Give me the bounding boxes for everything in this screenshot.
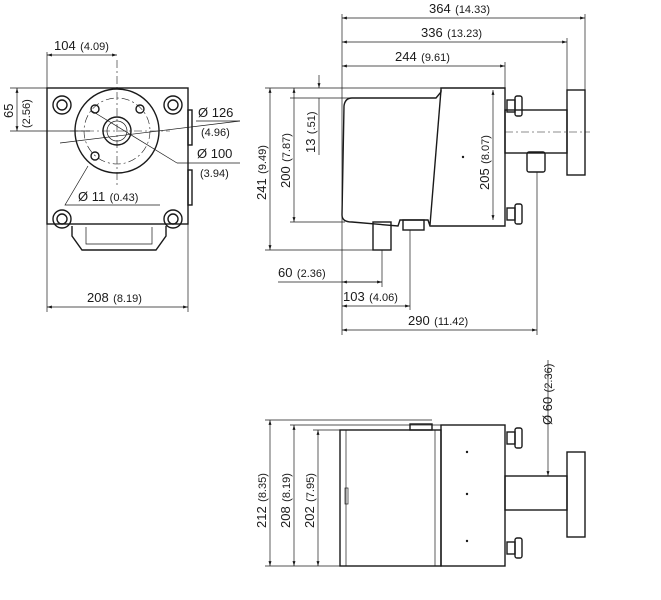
svg-text:200 (7.87): 200 (7.87) [277, 133, 294, 188]
side-housing [341, 87, 506, 227]
svg-text:364 (14.33): 364 (14.33) [429, 0, 490, 17]
svg-text:208 (8.19): 208 (8.19) [277, 473, 294, 528]
svg-text:(4.96): (4.96) [201, 127, 230, 139]
svg-text:Ø 100: Ø 100 [197, 146, 232, 161]
svg-text:60 (2.36): 60 (2.36) [278, 264, 326, 281]
svg-text:241 (9.49): 241 (9.49) [253, 145, 270, 200]
svg-text:65: 65 [1, 104, 16, 118]
probe-tube [504, 109, 568, 154]
top-housing-rear [440, 424, 506, 567]
svg-text:103 (4.06): 103 (4.06) [343, 288, 398, 305]
front-view: 104 (4.09) 65 (2.56) Ø 126 (4.96) Ø 100 … [1, 37, 241, 312]
svg-text:202 (7.95): 202 (7.95) [301, 473, 318, 528]
front-housing [46, 87, 189, 225]
svg-text:Ø 60 (2.36): Ø 60 (2.36) [539, 364, 556, 425]
top-view: Ø 60 (2.36) 212 (8.35) 208 (8.19) 202 (7… [253, 360, 586, 567]
svg-text:(2.56): (2.56) [21, 99, 33, 128]
svg-text:Ø 126: Ø 126 [198, 105, 233, 120]
svg-text:13 (.51): 13 (.51) [302, 111, 319, 153]
svg-text:(3.94): (3.94) [200, 168, 229, 180]
svg-text:205 (8.07): 205 (8.07) [476, 135, 493, 190]
top-housing-front [339, 429, 442, 567]
flange [566, 89, 586, 176]
mounting-holes [52, 95, 183, 229]
svg-text:336 (13.23): 336 (13.23) [421, 24, 482, 41]
connector-box [71, 226, 167, 251]
svg-text:208 (8.19): 208 (8.19) [87, 289, 142, 306]
svg-text:Ø 11 (0.43): Ø 11 (0.43) [78, 188, 138, 205]
svg-text:212 (8.35): 212 (8.35) [253, 473, 270, 528]
side-view: 364 (14.33) 336 (13.23) 244 (9.61) 241 (… [253, 0, 590, 335]
svg-text:244 (9.61): 244 (9.61) [395, 48, 450, 65]
svg-text:290 (11.42): 290 (11.42) [408, 312, 468, 329]
svg-text:104 (4.09): 104 (4.09) [54, 37, 109, 54]
